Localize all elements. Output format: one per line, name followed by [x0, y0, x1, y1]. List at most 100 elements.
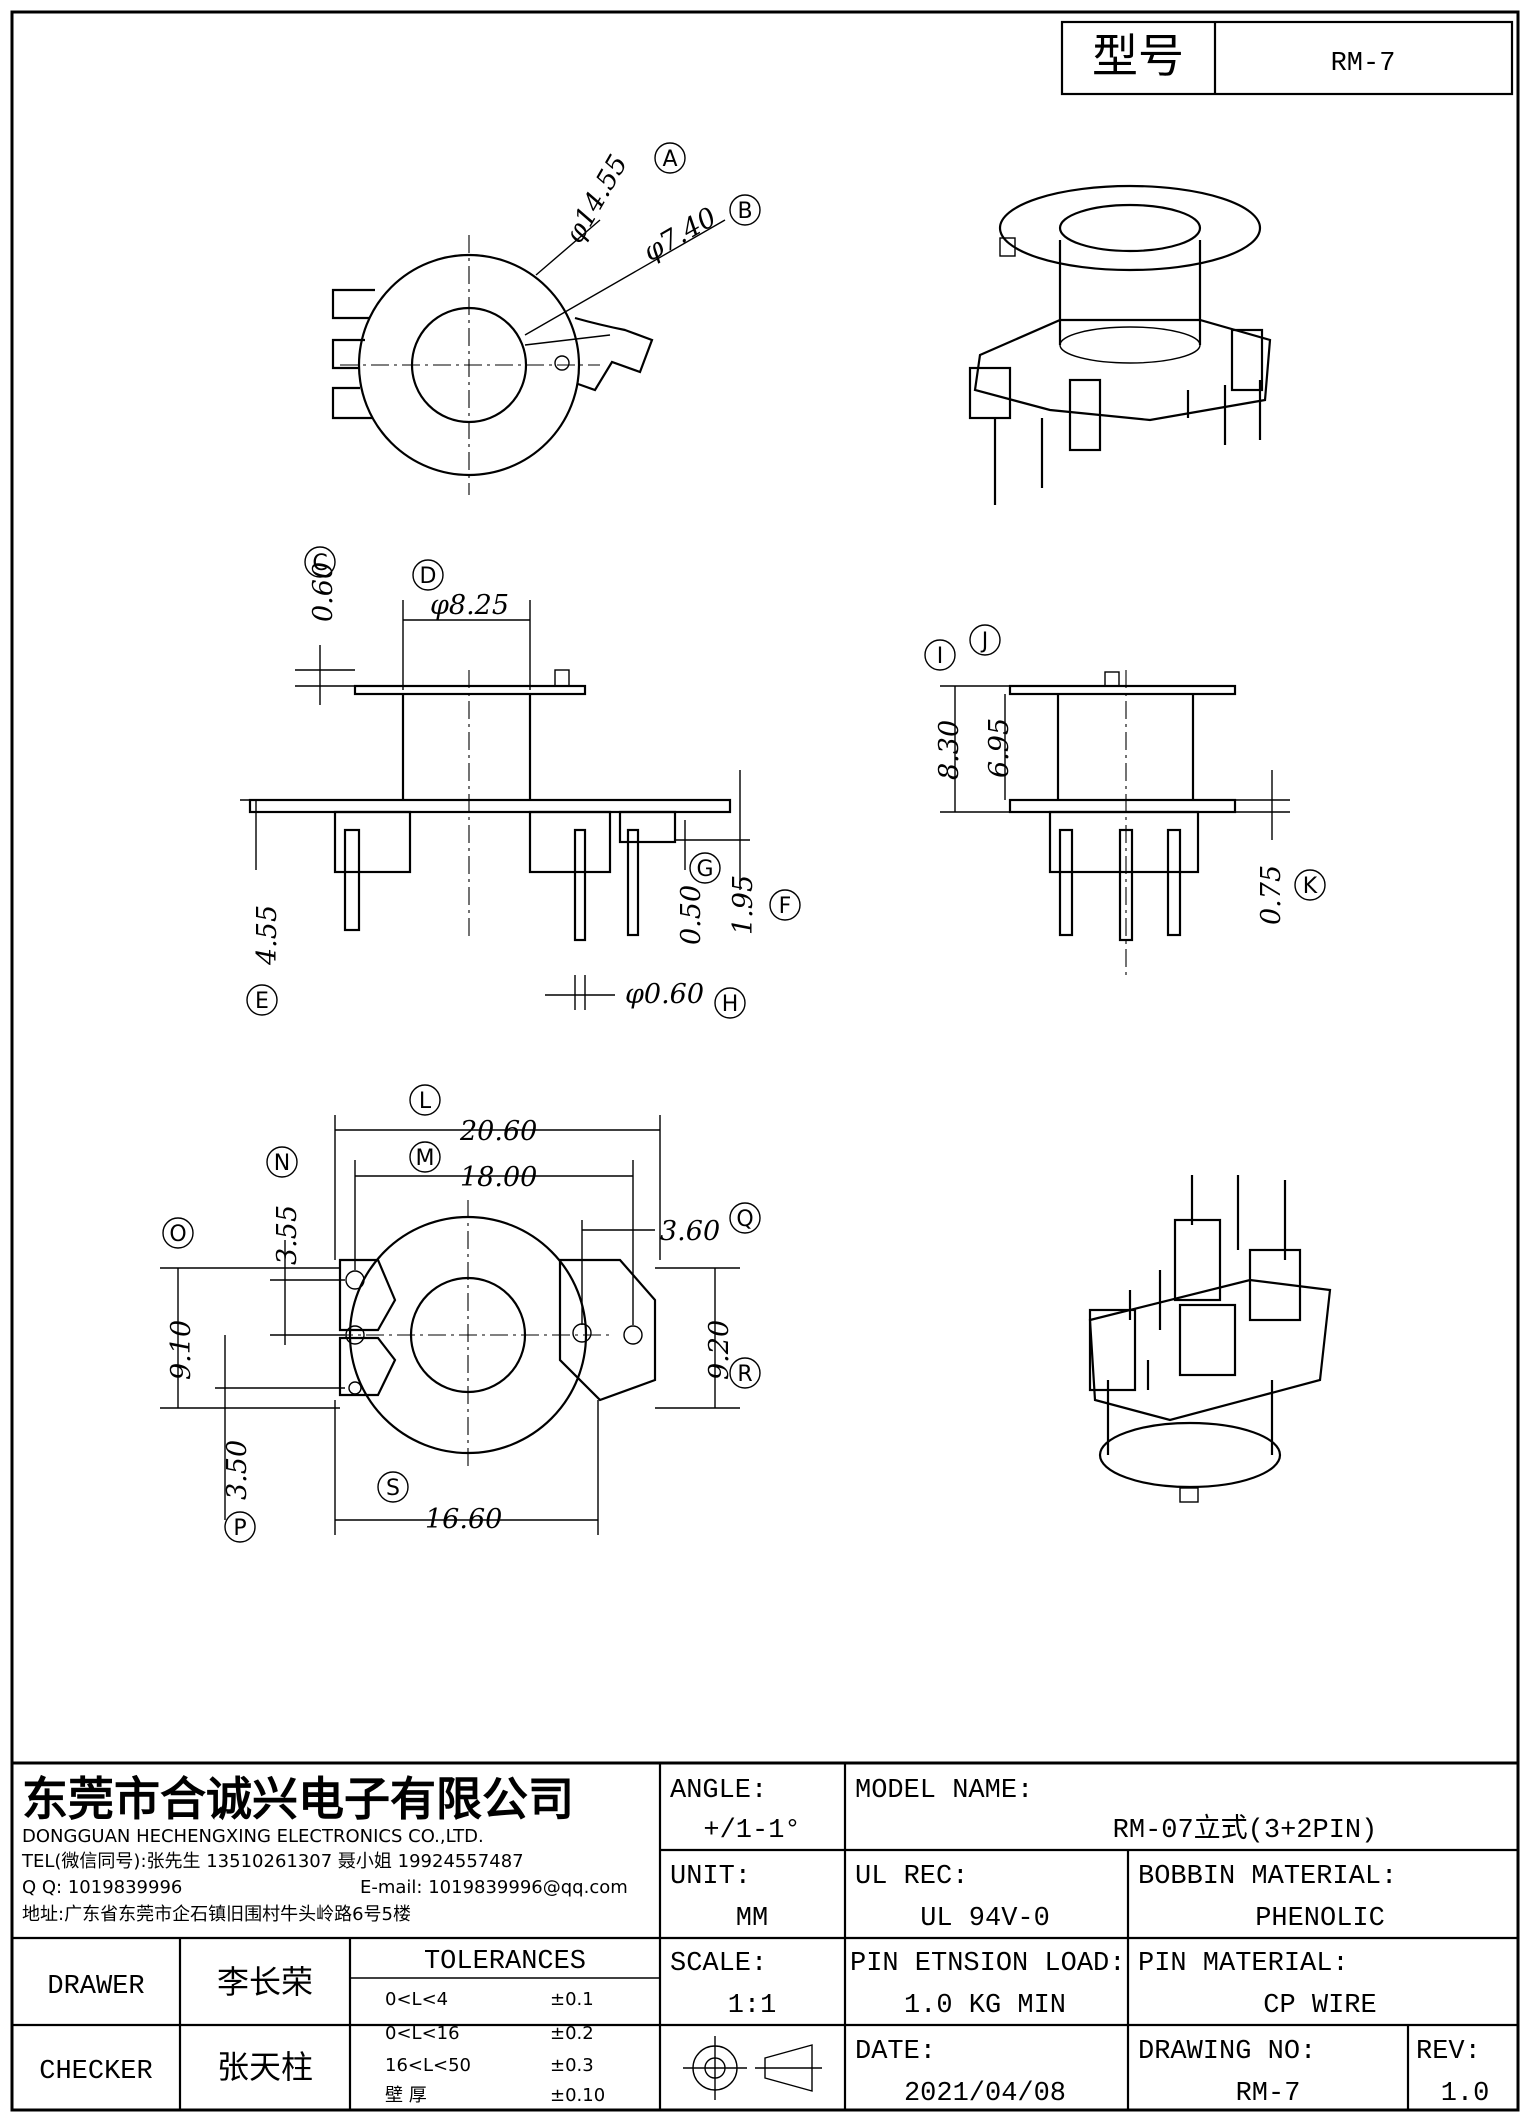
tolerance-value: ±0.2: [550, 2023, 594, 2044]
callout-S: S: [377, 1471, 409, 1503]
callout-H: H: [714, 987, 746, 1019]
projection-symbol-icon: [683, 2036, 822, 2100]
svg-text:L: L: [419, 1089, 432, 1114]
svg-text:E: E: [255, 989, 269, 1014]
ul-rec-value: UL 94V-0: [920, 1904, 1050, 1934]
svg-text:Q: Q: [736, 1207, 753, 1232]
svg-text:N: N: [274, 1151, 290, 1176]
tolerance-value: ±0.1: [550, 1989, 594, 2010]
company-tel: TEL(微信同号):张先生 13510261307 聂小姐 1992455748…: [21, 1851, 524, 1872]
tolerance-range: 壁 厚: [385, 2085, 427, 2106]
model-name-value: RM-07立式(3+2PIN): [1113, 1813, 1378, 1846]
callout-D: D: [412, 559, 444, 591]
dim-D-value: φ8.25: [430, 590, 509, 621]
svg-text:R: R: [737, 1362, 752, 1387]
tolerance-range: 0<L<4: [385, 1989, 448, 2010]
dim-F-value: 1.95: [728, 875, 759, 935]
sheet-border: [10, 10, 1520, 2112]
tolerances-label: TOLERANCES: [424, 1947, 586, 1977]
company-name-cn: 东莞市合诚兴电子有限公司: [22, 1772, 574, 1826]
company-address: 地址:广东省东莞市企石镇旧围村牛头岭路6号5楼: [22, 1904, 411, 1925]
svg-text:B: B: [737, 199, 752, 224]
top-title-block: 型号 RM-7: [1060, 20, 1514, 96]
angle-label: ANGLE:: [670, 1776, 767, 1806]
company-block: 东莞市合诚兴电子有限公司 DONGGUAN HECHENGXING ELECTR…: [21, 1772, 628, 1925]
svg-text:H: H: [722, 992, 739, 1017]
svg-text:F: F: [779, 894, 792, 919]
dim-B-value: φ7.40: [638, 202, 722, 268]
callout-R: R: [729, 1357, 761, 1389]
date-label: DATE:: [855, 2037, 936, 2067]
angle-value: +/1-1°: [703, 1816, 800, 1846]
dim-J-value: 6.95: [984, 718, 1015, 778]
isometric-view-bottom: [1088, 1175, 1332, 1503]
dim-N-value: 3.55: [272, 1205, 303, 1265]
svg-text:A: A: [662, 147, 677, 172]
rev-label: REV:: [1416, 2037, 1481, 2067]
callout-P: P: [224, 1511, 256, 1543]
callout-G: G: [689, 852, 721, 884]
dim-S-value: 16.60: [425, 1504, 502, 1535]
callout-O: O: [162, 1217, 194, 1249]
pin-tension-label: PIN ETNSION LOAD:: [850, 1949, 1125, 1979]
checker-label: CHECKER: [39, 2057, 152, 2087]
drawing-no-value: RM-7: [1236, 2079, 1301, 2109]
tolerances-table: 0<L<4 ±0.1 0<L<16 ±0.2 16<L<50 ±0.3 壁 厚 …: [385, 1989, 605, 2106]
company-qq: Q Q: 1019839996: [22, 1877, 182, 1898]
callout-F: F: [769, 889, 801, 921]
drawing-no-label: DRAWING NO:: [1138, 2037, 1316, 2067]
isometric-view-top: [968, 184, 1272, 505]
top-view: φ14.55 φ7.40: [331, 150, 726, 495]
dim-H-value: φ0.60: [625, 979, 704, 1010]
side-view: 8.30 6.95 0.75: [934, 670, 1290, 980]
dim-O-value: 9.10: [166, 1320, 197, 1380]
model-label: 型号: [1092, 29, 1184, 83]
dim-A-value: φ14.55: [559, 150, 634, 249]
callout-markers: A B C D E F G H I J K L M N O P Q R S: [162, 142, 1326, 1543]
callout-N: N: [266, 1146, 298, 1178]
dim-C-value: 0.60: [308, 562, 339, 622]
dim-I-value: 8.30: [934, 720, 965, 780]
pin-material-label: PIN MATERIAL:: [1138, 1949, 1349, 1979]
company-email: E-mail: 1019839996@qq.com: [360, 1877, 628, 1898]
drawer-label: DRAWER: [47, 1972, 144, 2002]
svg-text:C: C: [312, 551, 327, 576]
tolerance-range: 16<L<50: [385, 2055, 471, 2076]
bobbin-material-value: PHENOLIC: [1255, 1904, 1385, 1934]
callout-J: J: [969, 624, 1001, 656]
scale-value: 1:1: [728, 1991, 777, 2021]
scale-label: SCALE:: [670, 1949, 767, 1979]
svg-text:J: J: [980, 629, 989, 654]
svg-text:M: M: [416, 1146, 435, 1171]
svg-text:O: O: [169, 1222, 186, 1247]
svg-text:G: G: [696, 857, 713, 882]
tolerance-value: ±0.3: [550, 2055, 594, 2076]
dim-P-value: 3.50: [222, 1440, 253, 1500]
svg-text:I: I: [937, 644, 944, 669]
callout-L: L: [409, 1084, 441, 1116]
dim-L-value: 20.60: [459, 1116, 537, 1147]
callout-C: C: [304, 546, 336, 578]
title-block: [12, 1761, 1518, 2110]
ul-rec-label: UL REC:: [855, 1862, 968, 1892]
svg-text:D: D: [420, 564, 437, 589]
callout-K: K: [1294, 869, 1326, 901]
bobbin-material-label: BOBBIN MATERIAL:: [1138, 1862, 1397, 1892]
unit-label: UNIT:: [670, 1862, 751, 1892]
callout-I: I: [924, 639, 956, 671]
dim-E-value: 4.55: [252, 905, 283, 966]
unit-value: MM: [736, 1904, 768, 1934]
dim-M-value: 18.00: [460, 1162, 537, 1193]
front-view: 0.60 φ8.25 4.55 1.95 0.50 φ0.60: [240, 562, 759, 1010]
dim-Q-value: 3.60: [660, 1216, 720, 1247]
pin-tension-value: 1.0 KG MIN: [904, 1991, 1066, 2021]
title-block-fields: ANGLE: +/1-1° UNIT: MM SCALE: 1:1 MODEL …: [39, 1776, 1489, 2109]
bottom-view: 20.60 18.00 3.55 9.10 3.50 3.60 9.20 16.…: [160, 1115, 740, 1535]
tolerance-value: ±0.10: [550, 2085, 605, 2106]
tolerance-range: 0<L<16: [385, 2023, 460, 2044]
model-name-label: MODEL NAME:: [855, 1776, 1033, 1806]
svg-text:S: S: [386, 1476, 400, 1501]
date-value: 2021/04/08: [904, 2079, 1066, 2109]
rev-value: 1.0: [1441, 2079, 1490, 2109]
